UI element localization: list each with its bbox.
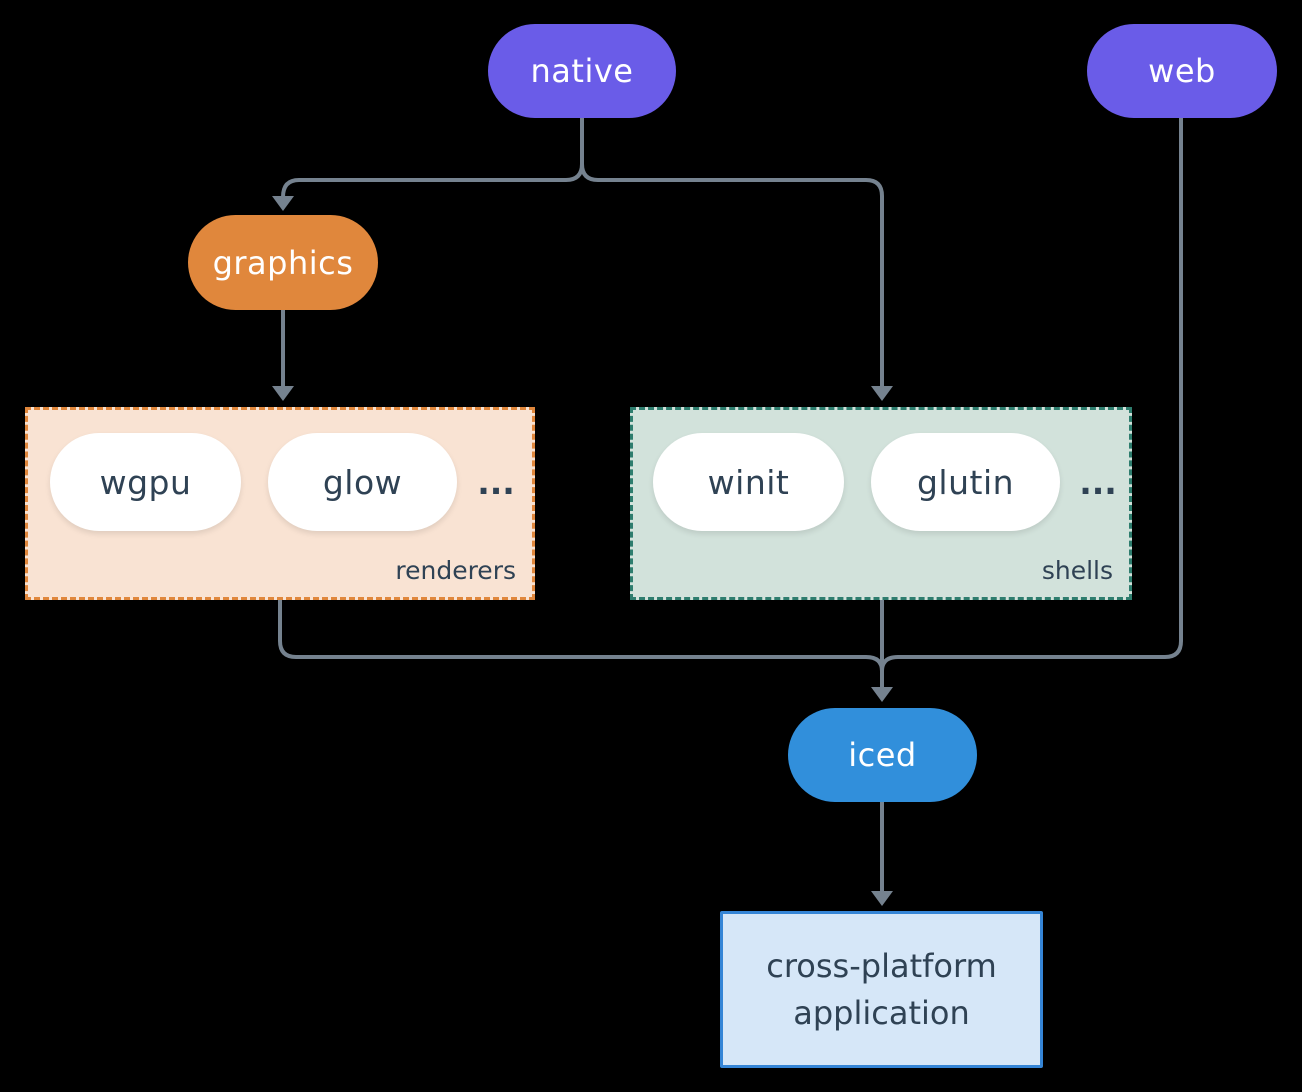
- node-glutin: glutin: [871, 433, 1060, 531]
- edge-native-to-graphics: [281, 163, 584, 198]
- renderers-ellipsis: ...: [477, 462, 515, 502]
- node-graphics: graphics: [188, 215, 378, 310]
- group-shells-label: shells: [1041, 556, 1113, 585]
- node-iced: iced: [788, 708, 977, 802]
- node-iced-label: iced: [848, 736, 917, 774]
- edge-renderers-to-iced: [278, 600, 884, 672]
- node-wgpu: wgpu: [50, 433, 241, 531]
- edge-native-to-shells: [580, 163, 884, 386]
- arrowhead-into-shells: [871, 386, 893, 401]
- node-winit-label: winit: [707, 462, 790, 502]
- arrowhead-into-iced: [871, 687, 893, 702]
- node-winit: winit: [653, 433, 844, 531]
- group-renderers: wgpu glow ... renderers: [25, 407, 535, 600]
- node-web-label: web: [1148, 52, 1216, 90]
- node-native: native: [488, 24, 676, 118]
- group-shells: winit glutin ... shells: [630, 407, 1132, 600]
- node-cross-platform-application: cross-platform application: [720, 911, 1043, 1068]
- arrowhead-into-app: [871, 891, 893, 906]
- node-glow: glow: [268, 433, 457, 531]
- arrowhead-into-graphics: [272, 196, 294, 211]
- node-native-label: native: [530, 52, 634, 90]
- node-web: web: [1087, 24, 1277, 118]
- node-wgpu-label: wgpu: [99, 462, 192, 502]
- node-glutin-label: glutin: [916, 462, 1015, 502]
- shells-ellipsis: ...: [1079, 462, 1117, 502]
- node-glow-label: glow: [322, 462, 403, 502]
- node-app-label: cross-platform application: [766, 946, 997, 1032]
- group-renderers-label: renderers: [395, 556, 516, 585]
- arrowhead-into-renderers: [272, 386, 294, 401]
- node-graphics-label: graphics: [212, 243, 354, 282]
